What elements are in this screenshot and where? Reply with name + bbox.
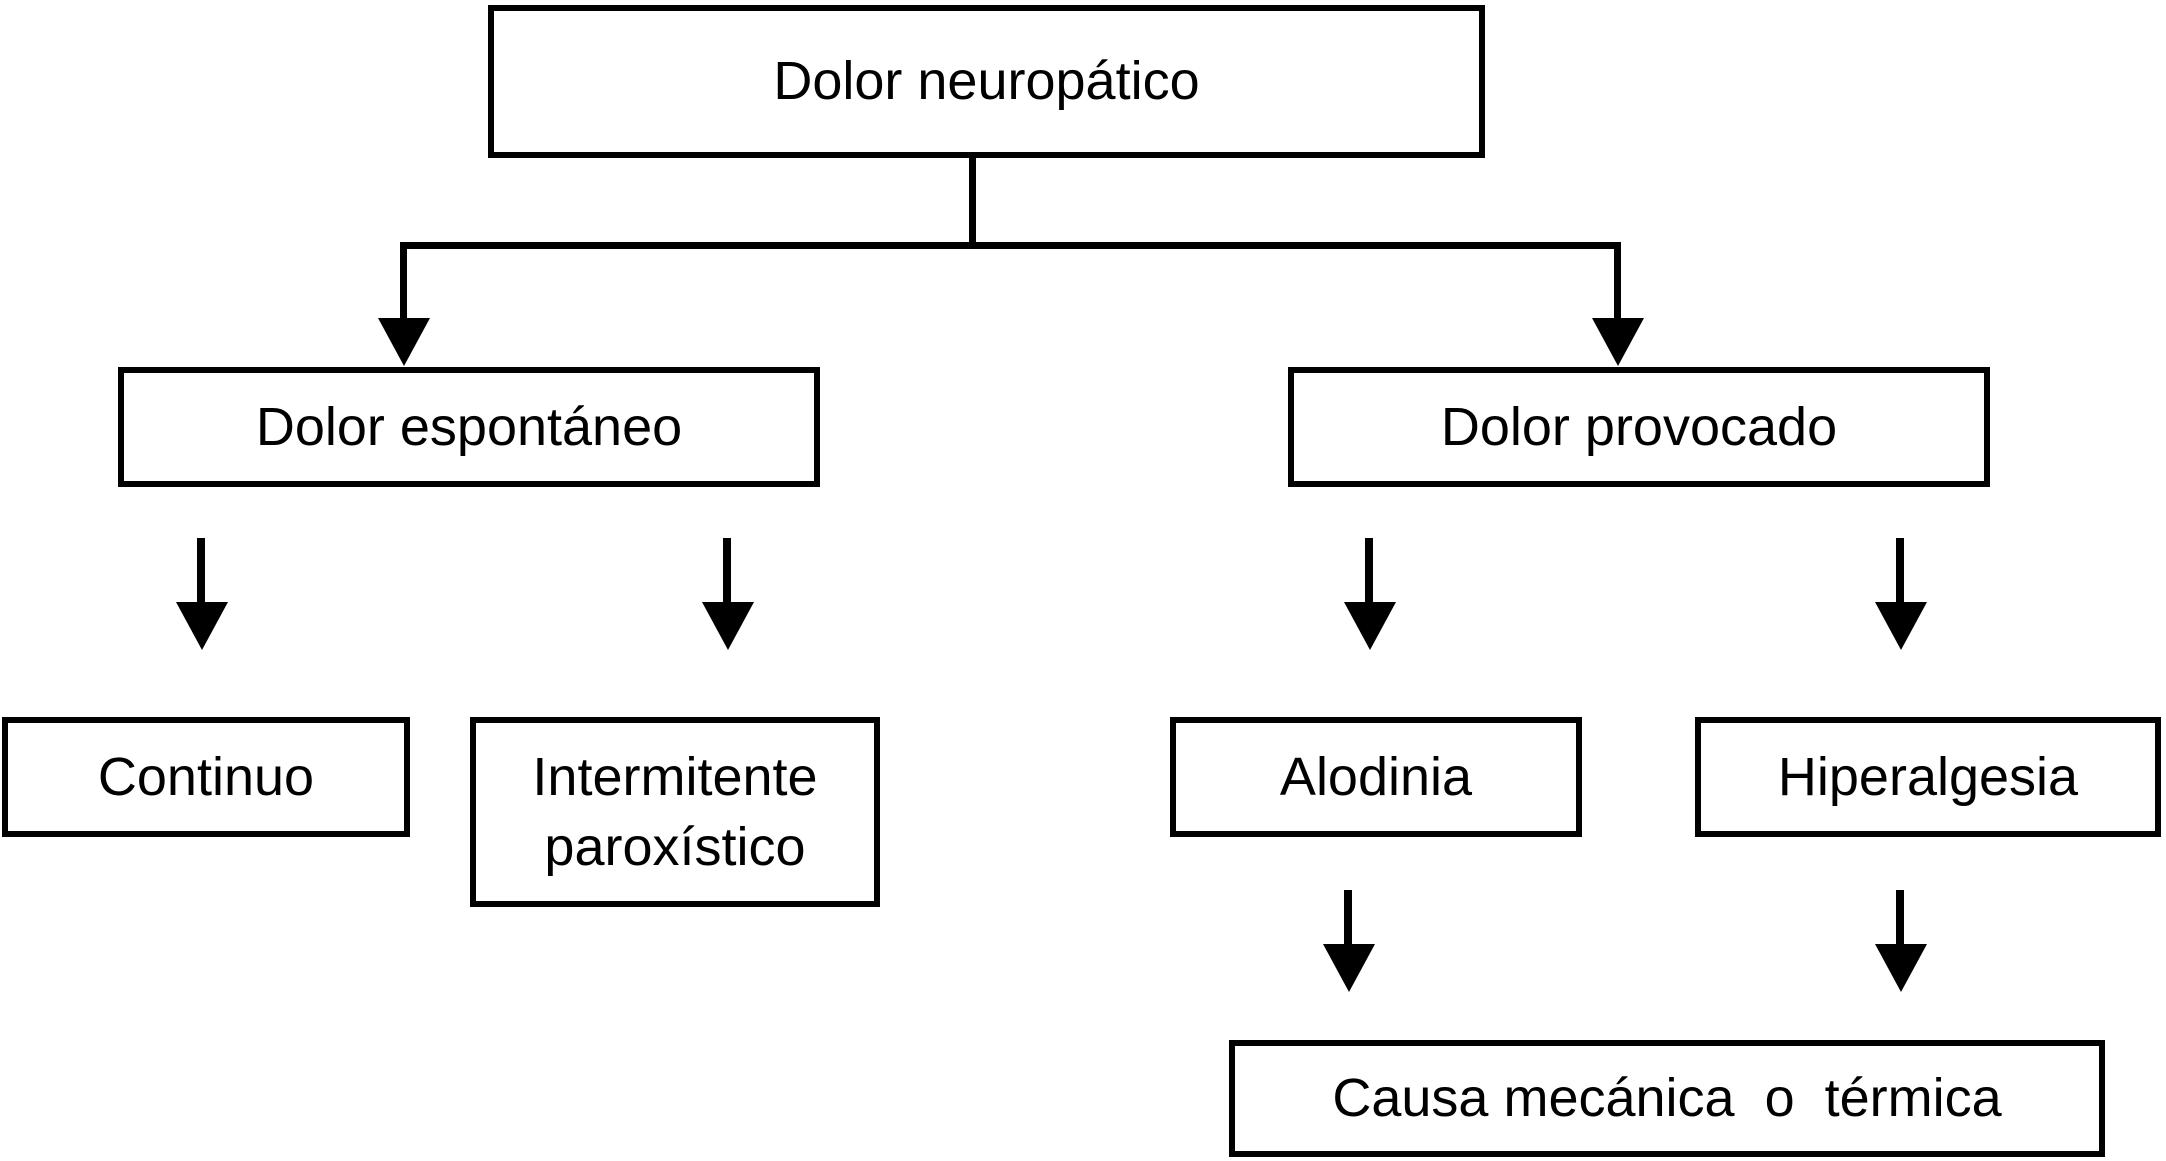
- node-dolor-neuropatico-label: Dolor neuropático: [773, 51, 1200, 112]
- node-dolor-espontaneo-label: Dolor espontáneo: [255, 396, 683, 457]
- node-hiperalgesia: Hiperalgesia: [1695, 717, 2161, 837]
- arrow-shaft: [1896, 890, 1904, 948]
- node-dolor-neuropatico: Dolor neuropático: [488, 5, 1485, 158]
- arrow-shaft: [723, 538, 731, 606]
- arrowhead-down-icon: [378, 318, 430, 366]
- arrow-shaft: [1896, 538, 1904, 606]
- arrowhead-down-icon: [1323, 944, 1375, 992]
- connector-drop-provocado: [1614, 242, 1621, 322]
- connector-distributor: [400, 242, 1621, 249]
- connector-root-stem: [969, 158, 976, 248]
- node-intermitente-paroxistico-label: Intermitente paroxístico: [532, 746, 818, 877]
- connector-drop-espontaneo: [400, 242, 407, 322]
- arrowhead-down-icon: [176, 602, 228, 650]
- node-alodinia-label: Alodinia: [1279, 746, 1473, 807]
- node-continuo-label: Continuo: [97, 746, 315, 807]
- arrowhead-down-icon: [1875, 944, 1927, 992]
- arrowhead-down-icon: [702, 602, 754, 650]
- node-dolor-provocado-label: Dolor provocado: [1440, 396, 1838, 457]
- node-causa-mecanica-o-termica: Causa mecánica o térmica: [1229, 1040, 2105, 1157]
- node-hiperalgesia-label: Hiperalgesia: [1777, 746, 2079, 807]
- arrow-shaft: [1344, 890, 1352, 948]
- node-alodinia: Alodinia: [1170, 717, 1582, 837]
- arrowhead-down-icon: [1344, 602, 1396, 650]
- node-dolor-provocado: Dolor provocado: [1288, 367, 1990, 487]
- arrowhead-down-icon: [1592, 318, 1644, 366]
- arrowhead-down-icon: [1875, 602, 1927, 650]
- node-dolor-espontaneo: Dolor espontáneo: [118, 367, 820, 487]
- node-continuo: Continuo: [2, 717, 410, 837]
- node-causa-mecanica-o-termica-label: Causa mecánica o térmica: [1332, 1068, 2002, 1129]
- node-intermitente-paroxistico: Intermitente paroxístico: [470, 717, 880, 907]
- arrow-shaft: [197, 538, 205, 606]
- arrow-shaft: [1365, 538, 1373, 606]
